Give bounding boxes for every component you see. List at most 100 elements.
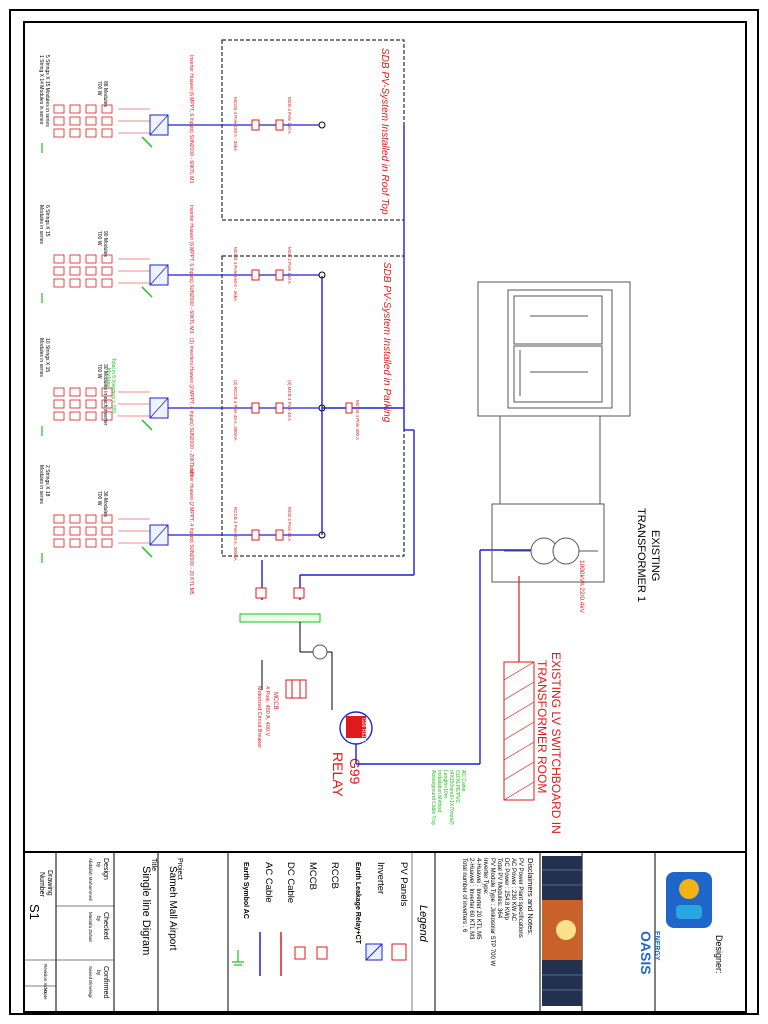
mcb-label: MCB 4 Pole 160 A	[287, 247, 292, 284]
pv-module	[101, 526, 113, 536]
legend-rccb-symbol	[316, 946, 328, 960]
array-module-power: 700 W	[96, 81, 102, 96]
pv-module	[101, 411, 113, 421]
pv-module	[101, 254, 113, 264]
pv-module	[85, 526, 97, 536]
pv-module	[85, 266, 97, 276]
pv-module	[69, 116, 81, 126]
g99-label: G99	[347, 758, 363, 785]
sdb-roof-title: SDB PV-System Installed in Roof Top	[379, 48, 390, 215]
pv-module	[69, 514, 81, 524]
switchboard-title-1: EXISTING LV SWITCHBOARD IN	[549, 652, 563, 834]
confirmed-name: Saeed Elmelegi	[88, 966, 93, 998]
revision-label: Revision Index	[43, 964, 48, 994]
array-strings: 2 Strings X 18	[44, 465, 50, 497]
array-module-power: 700 W	[96, 491, 102, 506]
inverter-earth-lead	[141, 546, 153, 558]
design-by: by	[95, 862, 101, 868]
inverter-earth-lead	[141, 286, 153, 298]
array-total: Total in 5 Inverters = 150	[110, 358, 116, 413]
mcb-label: MCB 4 Pole 40 A	[287, 507, 292, 541]
pv-module	[101, 128, 113, 138]
design-label: Design	[102, 858, 109, 880]
g99-relay-badge: G99 RELAY	[360, 718, 366, 746]
energy-oasis-logo: ENERGY OASIS	[638, 872, 712, 975]
rccb-mccb-symbol	[251, 529, 260, 541]
pv-module	[53, 526, 65, 536]
checked-name: Mustafa Zuhair	[88, 912, 93, 943]
notes-block: Disclaimers and Notes: PV Power Plant sp…	[461, 858, 535, 967]
inverter-earth-lead	[141, 419, 153, 431]
mcb-label: (3) MCB 4 Pole 40 A	[287, 380, 292, 421]
existing-transformer: 1000kVA 22/0.4kV EXISTING TRANSFORMER 1	[491, 503, 661, 614]
mcb-symbol	[275, 119, 284, 131]
rccb-mccb-label: MCCB 4 Pole 160 A - 36kA	[233, 247, 238, 301]
ac-busbars	[261, 125, 415, 600]
design-name: Abdallah Mohammed	[88, 858, 93, 901]
pv-module	[69, 266, 81, 276]
pv-module	[53, 514, 65, 524]
pv-module	[101, 514, 113, 524]
number-label: Number	[38, 872, 45, 898]
pv-module	[69, 538, 81, 548]
legend-inverter: Inverter	[375, 862, 386, 894]
legend-pv-panels: PV Panels	[398, 862, 409, 907]
bus-node	[318, 121, 326, 129]
rccb-mccb-symbol	[251, 402, 260, 414]
pv-module	[53, 387, 65, 397]
legend-earth-icon	[232, 950, 244, 966]
notes-title: Disclaimers and Notes:	[526, 858, 535, 935]
logo-word-energy: ENERGY	[653, 931, 660, 961]
main-mccb: MCCB 4 Pole 300 A	[345, 400, 360, 440]
notes-line-2: AC Power : 230 KW AC	[510, 858, 516, 922]
legend-rccb: RCCB	[329, 862, 340, 889]
array-modules-count: 88 Modules	[102, 81, 108, 107]
drawing-number: S1	[27, 904, 42, 920]
array-strings-detail: Modules in series	[38, 338, 44, 377]
pv-module	[53, 128, 65, 138]
pv-array-row-3	[41, 387, 326, 436]
lower-mccb: MCCB 4 Pole, 450 A, 400 V Motorized Circ…	[256, 679, 307, 748]
legend-dc-cable: DC Cable	[285, 862, 296, 903]
pv-array-row-4	[41, 514, 326, 563]
pv-module	[85, 399, 97, 409]
sdb-roof-box	[221, 39, 405, 221]
array-strings: 5 Strings X 15 Modules in series	[44, 55, 50, 127]
pv-module	[101, 399, 113, 409]
array-modules-count: 36 Modules	[102, 491, 108, 517]
rccb-mccb-symbol	[251, 119, 260, 131]
inverter-label: Inverter Huawei (6 MPPT, 6 Inputs) SUN20…	[188, 205, 194, 333]
pv-array-row-2	[41, 254, 326, 303]
pv-module	[101, 387, 113, 397]
legend-ac-cable: AC Cable	[263, 862, 274, 903]
solar-sunset-photo	[542, 856, 582, 1006]
inverter-label: Inverter Huawei (2 MPPT, 4 Inputs) SUN20…	[188, 465, 194, 595]
title-label: Title	[150, 858, 157, 871]
pv-module	[69, 387, 81, 397]
ac-cable-line-2: CU/XLPE/PVC	[454, 770, 460, 803]
ac-cable-line-4: Length=10m	[442, 770, 448, 798]
pv-module	[69, 278, 81, 288]
ac-cable-spec: AC Cable CU/XLPE/PVC (4X150mm2+1X70mm2) …	[430, 770, 466, 826]
pv-module	[69, 411, 81, 421]
drawing-title: Single line Digram	[140, 866, 152, 955]
pv-module	[101, 266, 113, 276]
inverter-diagonal	[149, 114, 169, 136]
pv-module	[101, 538, 113, 548]
lower-mccb-type: Motorized Circuit Breaker	[256, 686, 262, 748]
notes-line-7: 4-Huawei : Inverter 20 KTL M5	[475, 858, 481, 940]
pv-module	[69, 399, 81, 409]
pv-module	[85, 254, 97, 264]
pv-module	[53, 116, 65, 126]
array-strings-detail: Modules in series	[38, 205, 44, 244]
notes-line-8: 2-Huawei : Inverter 60 KTL M3	[468, 858, 474, 940]
notes-line-3: DC Power : 254.8 KWp	[503, 858, 509, 921]
logo-word-oasis: OASIS	[638, 931, 654, 975]
pv-module	[85, 411, 97, 421]
rccb-mccb-symbol	[251, 269, 260, 281]
legend-title: Legend	[417, 905, 429, 943]
ac-cable-line-1: AC Cable	[460, 770, 466, 792]
pv-module	[85, 514, 97, 524]
ac-cable-line-3: (4X150mm2+1X70mm2)	[448, 770, 454, 825]
